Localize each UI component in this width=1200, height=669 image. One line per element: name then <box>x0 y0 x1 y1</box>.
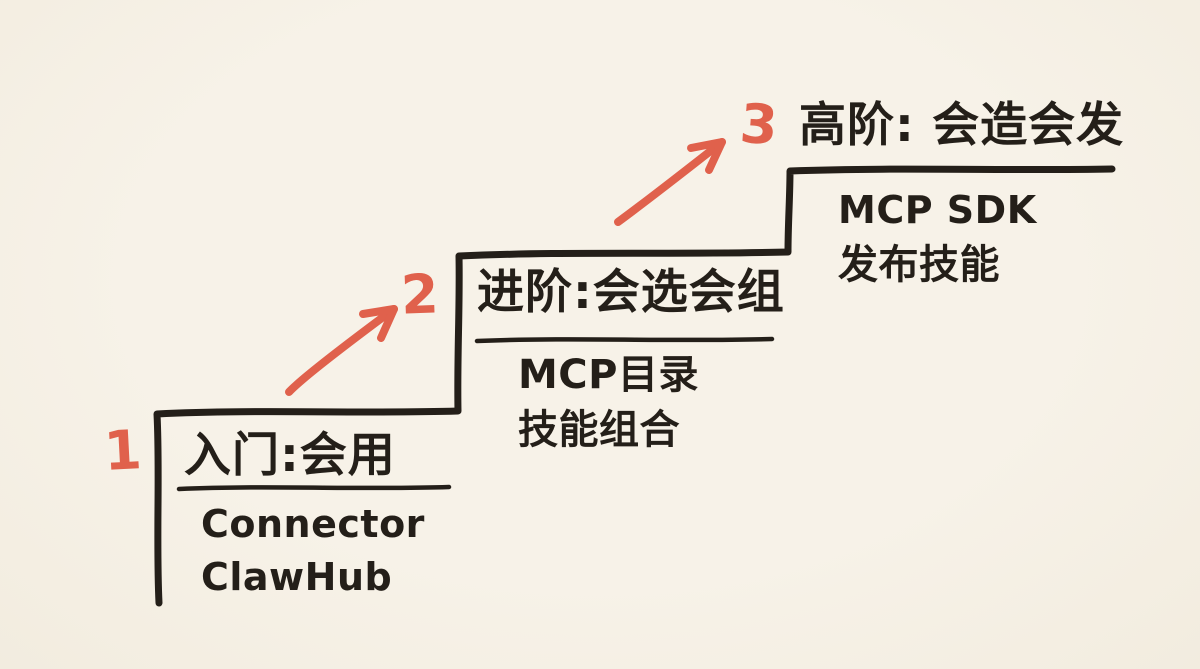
level-2-item-skill-combo: 技能组合 <box>518 407 680 453</box>
level-2-number: 2 <box>399 262 440 327</box>
arrow-level2-to-level3-head <box>687 138 726 174</box>
staircase-outline <box>153 165 1116 607</box>
level-2-item-mcp-directory: MCP目录 <box>518 352 699 398</box>
level-1-number: 1 <box>102 418 144 483</box>
arrow-level2-to-level3 <box>614 138 726 226</box>
level-2-title: 进阶:会选会组 <box>477 265 785 320</box>
level-2-title-underline <box>474 336 775 344</box>
level-1-item-clawhub: ClawHub <box>201 555 393 599</box>
arrow-level1-to-level2 <box>285 305 398 396</box>
level-1-item-connector: Connector <box>201 502 425 546</box>
level-3-title: 高阶: 会造会发 <box>799 98 1125 153</box>
level-3-number: 3 <box>737 91 780 158</box>
level-3-item-publish-skill: 发布技能 <box>838 242 1000 288</box>
arrow-level1-to-level2-head <box>359 305 398 342</box>
level-1-title-underline <box>176 484 452 492</box>
level-1-title: 入门:会用 <box>184 428 396 483</box>
level-3-item-mcp-sdk: MCP SDK <box>838 188 1037 232</box>
